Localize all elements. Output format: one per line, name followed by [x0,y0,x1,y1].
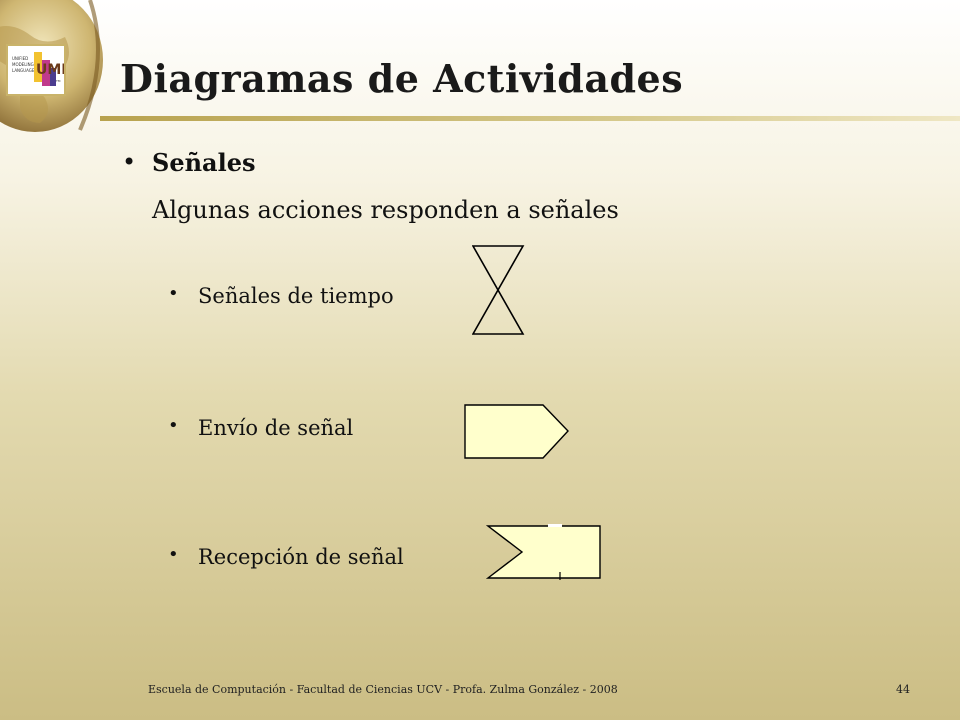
uml-logo: UNIFIED MODELING LANGUAGE UML TM [6,44,70,96]
send-signal-icon [464,404,569,459]
logo-line-2: MODELING [12,62,34,67]
slide-title: Diagramas de Actividades [120,56,684,101]
logo-line-1: UNIFIED [12,56,28,61]
sub-bullet-label: Recepción de señal [198,545,404,569]
bullet-dot: • [122,148,137,176]
logo-letters: UML [36,62,64,78]
bullet-dot: • [168,415,179,436]
logo-tm: TM [55,79,61,83]
sub-bullet-label: Envío de señal [198,416,354,440]
bullet-dot: • [168,544,179,565]
receive-signal-icon [486,524,601,580]
footer-text: Escuela de Computación - Facultad de Cie… [148,683,618,696]
bullet-label: Señales [152,148,256,177]
bullet-dot: • [168,283,179,304]
hourglass-icon [472,245,525,335]
title-divider [100,116,960,121]
logo-line-3: LANGUAGE [12,68,35,73]
page-number: 44 [896,683,910,696]
uml-logo-icon: UNIFIED MODELING LANGUAGE UML TM [12,52,70,86]
sub-bullet-label: Señales de tiempo [198,284,394,308]
bullet-description: Algunas acciones responden a señales [152,196,619,224]
